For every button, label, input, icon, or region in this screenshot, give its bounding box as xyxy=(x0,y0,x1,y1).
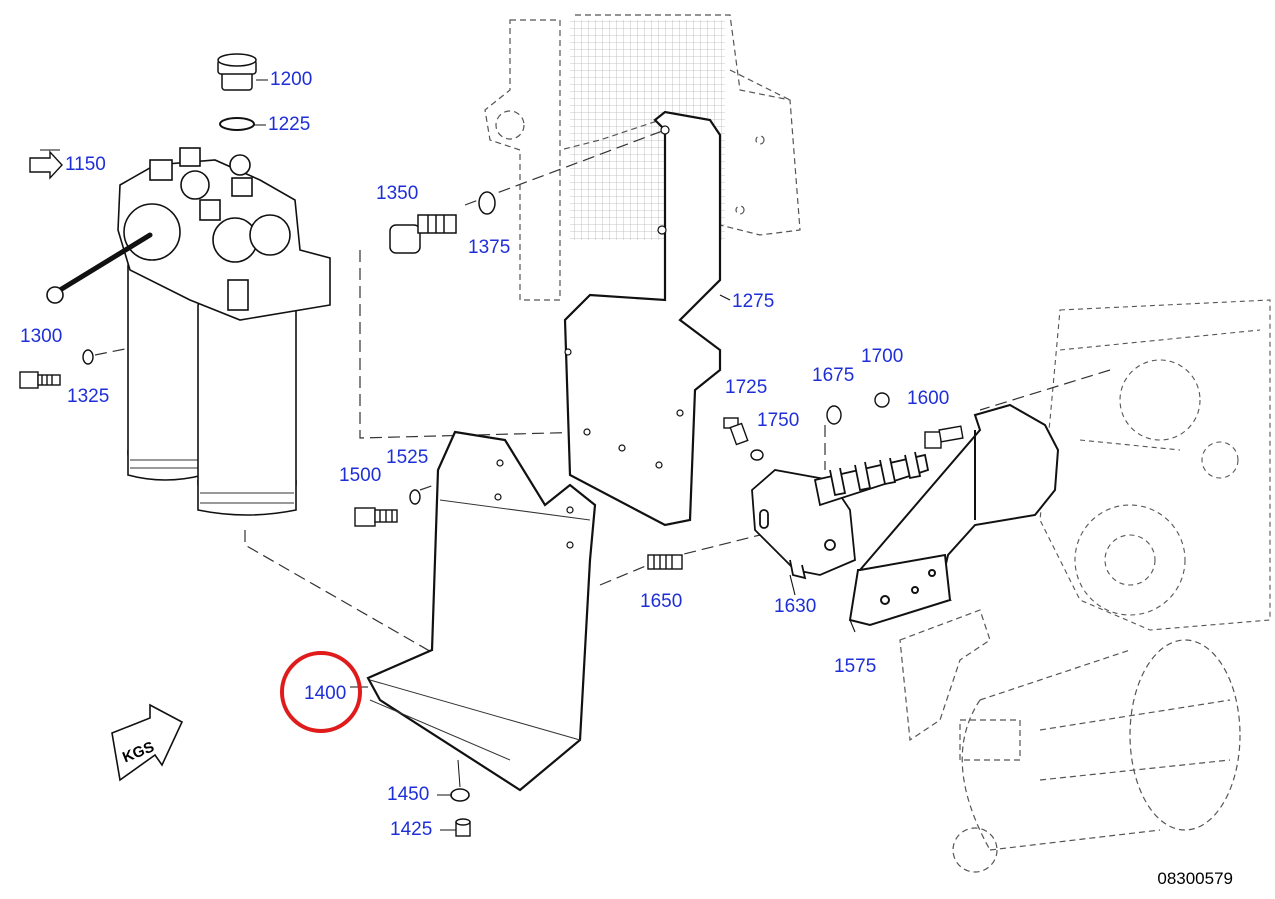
callout-1325[interactable]: 1325 xyxy=(67,386,110,407)
callout-1300[interactable]: 1300 xyxy=(20,326,63,347)
oring-1225 xyxy=(219,117,255,131)
fuel-filter-assembly xyxy=(46,147,331,516)
washer-1525 xyxy=(409,489,421,505)
callout-1630[interactable]: 1630 xyxy=(774,596,817,617)
callout-1375[interactable]: 1375 xyxy=(468,237,511,258)
support-1575 xyxy=(848,403,1060,627)
callout-1725[interactable]: 1725 xyxy=(725,377,768,398)
bolt-1350 xyxy=(389,214,457,254)
engine-side-phantom xyxy=(1039,299,1271,631)
tray-guard-1400 xyxy=(366,430,597,792)
callout-1350[interactable]: 1350 xyxy=(376,183,419,204)
bracket-1275 xyxy=(563,110,722,527)
document-number: 08300579 xyxy=(1157,869,1233,888)
bolt-1725 xyxy=(723,417,749,446)
callout-1425[interactable]: 1425 xyxy=(390,819,433,840)
tray-guard-holes xyxy=(494,459,574,549)
callout-ticks xyxy=(40,79,856,831)
bracket-1630 xyxy=(751,451,930,580)
callout-1200[interactable]: 1200 xyxy=(270,69,313,90)
washer-1750 xyxy=(750,449,764,461)
callout-1525[interactable]: 1525 xyxy=(386,447,429,468)
callout-1450[interactable]: 1450 xyxy=(387,784,430,805)
washer-1375 xyxy=(478,191,496,215)
callout-1150[interactable]: 1150 xyxy=(65,154,106,175)
bolt-1500 xyxy=(354,507,398,527)
callout-1275[interactable]: 1275 xyxy=(732,291,775,312)
callout-1400[interactable]: 1400 xyxy=(304,683,347,704)
plug-1200 xyxy=(217,53,257,91)
callout-1675[interactable]: 1675 xyxy=(812,365,855,386)
direction-arrow-icon xyxy=(29,150,63,180)
bolt-1600 xyxy=(924,425,964,449)
plug-1425 xyxy=(455,818,471,837)
kgs-arrow-icon: KGS xyxy=(111,703,184,782)
stud-1650 xyxy=(647,554,683,570)
washer-1675 xyxy=(826,405,842,425)
callout-1600[interactable]: 1600 xyxy=(907,388,950,409)
callout-1650[interactable]: 1650 xyxy=(640,591,683,612)
callout-1575[interactable]: 1575 xyxy=(834,656,877,677)
callout-1750[interactable]: 1750 xyxy=(757,410,800,431)
washer-1325 xyxy=(82,349,94,365)
bolt-1300 xyxy=(19,371,61,389)
callout-1225[interactable]: 1225 xyxy=(268,114,311,135)
starter-motor-phantom xyxy=(899,609,1241,873)
leader-1450 xyxy=(457,759,461,788)
callout-1700[interactable]: 1700 xyxy=(861,346,904,367)
bracket-1275-holes xyxy=(564,125,684,469)
seal-1450 xyxy=(450,788,470,802)
engine-block-phantom xyxy=(484,14,801,301)
callout-1500[interactable]: 1500 xyxy=(339,465,382,486)
nut-1700 xyxy=(874,392,890,408)
